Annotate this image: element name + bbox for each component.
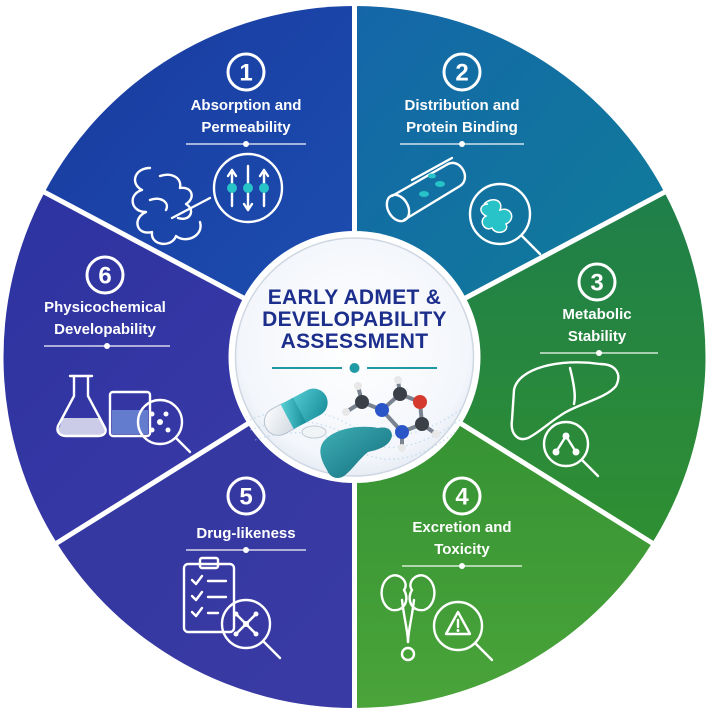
- liver-and-molecule-icon: [510, 361, 620, 478]
- divider-line: [41, 189, 250, 303]
- step-number-ring: [577, 262, 617, 302]
- divider-line: [53, 418, 255, 547]
- segment-4-label-line-1: Excretion and: [412, 519, 511, 536]
- segment-1-label-line-1: Absorption and: [191, 97, 302, 114]
- capsule-icon: [263, 388, 328, 436]
- label-underline-dot: [459, 563, 465, 569]
- center-hub: EARLY ADMET & DEVELOPABILITY ASSESSMENT: [228, 231, 481, 483]
- step-number: 4: [455, 484, 469, 511]
- segment-2-label-line-1: Distribution and: [405, 97, 520, 114]
- segment-ring: [3, 6, 706, 708]
- segment-2-label-line-2: Protein Binding: [406, 119, 518, 136]
- step-number: 3: [590, 270, 603, 297]
- label-underline-dot: [243, 141, 249, 147]
- step-number-ring: [226, 52, 266, 92]
- segment-3-label-line-2: Stability: [568, 328, 627, 345]
- segment-3-label-line-1: Metabolic: [562, 306, 631, 323]
- molecule-model-icon: [342, 376, 440, 452]
- center-divider: [272, 363, 437, 373]
- segment-4-label-line-2: Toxicity: [434, 541, 490, 558]
- step-number-ring: [226, 476, 266, 516]
- center-title-line-1: EARLY ADMET &: [268, 286, 441, 309]
- kidneys-and-warning-icon: [380, 574, 494, 662]
- center-title-line-3: ASSESSMENT: [281, 330, 429, 353]
- step-number: 6: [98, 263, 111, 290]
- label-underline-dot: [104, 343, 110, 349]
- segment-icons: [56, 152, 620, 662]
- segment-6-label-line-1: Physicochemical: [44, 299, 166, 316]
- liver-3d-icon: [320, 426, 392, 478]
- step-number-ring: [85, 255, 125, 295]
- segment-6-label-line-2: Developability: [54, 321, 156, 338]
- divider-line: [459, 189, 668, 303]
- label-underline-dot: [596, 350, 602, 356]
- checklist-and-molecule-icon: [182, 556, 282, 660]
- flask-and-beaker-icon: [56, 374, 192, 454]
- step-number-ring: [442, 52, 482, 92]
- segment-dividers: [41, 4, 668, 710]
- segment-3-wedge: [354, 192, 706, 544]
- step-number: 2: [455, 60, 468, 87]
- step-number: 1: [239, 60, 252, 87]
- segment-1-label-line-2: Permeability: [201, 119, 291, 136]
- blood-vessel-and-protein-icon: [385, 156, 542, 256]
- intestine-and-permeability-icon: [131, 152, 284, 245]
- label-underline-dot: [459, 141, 465, 147]
- segment-6-wedge: [3, 192, 355, 544]
- center-title-line-2: DEVELOPABILITY: [262, 308, 447, 331]
- step-number-ring: [442, 476, 482, 516]
- step-number: 5: [239, 484, 252, 511]
- tablet-icon: [301, 425, 327, 439]
- segment-5-label-line-1: Drug-likeness: [196, 525, 295, 542]
- label-underline-dot: [243, 547, 249, 553]
- divider-line: [454, 418, 656, 547]
